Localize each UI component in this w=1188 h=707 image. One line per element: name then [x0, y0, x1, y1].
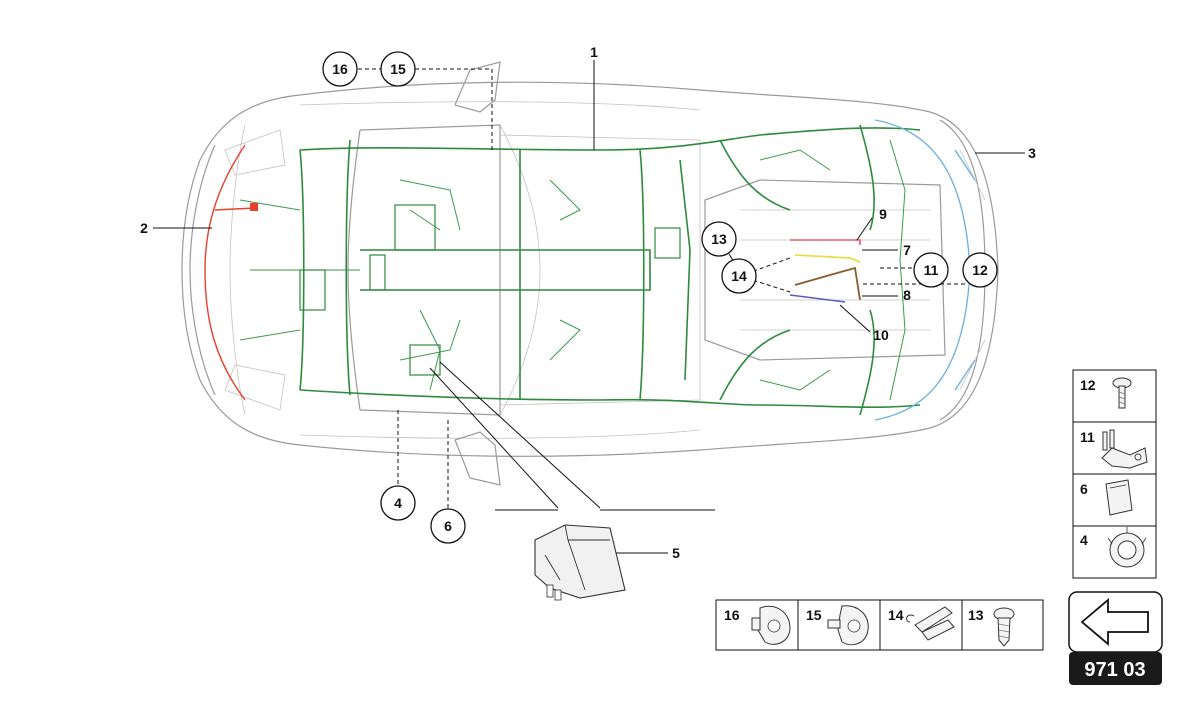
callout-6: 6	[430, 508, 466, 544]
grommet-icon	[1107, 527, 1147, 568]
svg-text:12: 12	[972, 262, 988, 278]
engine-harnesses	[789, 239, 861, 303]
arrow-left-icon	[1080, 598, 1149, 646]
callout-11: 11	[913, 252, 949, 288]
svg-text:11: 11	[924, 262, 939, 278]
legend-item-13: 13	[968, 607, 1015, 647]
car-body-outline	[181, 61, 999, 486]
callout-13: 13	[701, 221, 737, 257]
legend-item-12: 12	[1080, 377, 1132, 409]
legend-item-11: 11	[1080, 429, 1148, 469]
svg-text:12: 12	[1080, 377, 1096, 393]
part-5-module-bracket	[534, 524, 626, 601]
holder-clip-icon	[827, 605, 869, 646]
legend-item-14: 14	[888, 606, 955, 641]
callout-15: 15	[380, 51, 416, 87]
svg-text:6: 6	[1080, 481, 1088, 497]
cable-tie-icon	[906, 606, 955, 641]
callout-8: 8	[903, 287, 911, 303]
svg-text:4: 4	[394, 495, 402, 511]
main-wiring-harness	[239, 124, 921, 416]
svg-text:6: 6	[444, 518, 452, 534]
svg-text:14: 14	[888, 607, 904, 623]
bolt-icon	[1112, 377, 1132, 409]
svg-text:16: 16	[724, 607, 740, 623]
callout-10: 10	[873, 327, 889, 343]
control-module-icon	[1105, 479, 1133, 516]
callout-1: 1	[590, 44, 598, 60]
legend-bottom: 16 15 14 13	[715, 599, 1044, 651]
callout-12: 12	[962, 252, 998, 288]
callout-4: 4	[380, 485, 416, 521]
callout-9: 9	[879, 206, 887, 222]
screw-icon	[993, 607, 1015, 647]
callout-16: 16	[322, 51, 358, 87]
cap-clip-icon	[751, 605, 791, 645]
previous-arrow-button[interactable]	[1068, 591, 1163, 653]
callouts: 1 2 3 5 7 8 9 10 4 6 11 12 13 14	[140, 44, 1036, 561]
legend-item-15: 15	[806, 605, 869, 646]
svg-text:15: 15	[390, 61, 406, 77]
legend-right: 12 11 6 4	[1072, 369, 1157, 579]
callout-3: 3	[1028, 145, 1036, 161]
legend-item-4: 4	[1080, 527, 1147, 568]
legend-item-16: 16	[724, 605, 791, 645]
svg-text:11: 11	[1080, 429, 1095, 445]
diagram-code-badge: 971 03	[1069, 652, 1162, 685]
svg-text:13: 13	[711, 231, 727, 247]
svg-text:13: 13	[968, 607, 984, 623]
front-harness-2	[204, 144, 258, 401]
leader-lines	[153, 60, 1025, 554]
callout-14: 14	[721, 258, 757, 294]
callout-5: 5	[672, 545, 680, 561]
svg-text:14: 14	[731, 268, 747, 284]
callout-2: 2	[140, 220, 148, 236]
diagram-code: 971 03	[1084, 659, 1145, 681]
bracket-clip-icon	[1101, 429, 1148, 469]
svg-text:4: 4	[1080, 532, 1088, 548]
svg-text:16: 16	[332, 61, 348, 77]
legend-item-6: 6	[1080, 479, 1133, 516]
callout-7: 7	[903, 242, 911, 258]
svg-text:15: 15	[806, 607, 822, 623]
